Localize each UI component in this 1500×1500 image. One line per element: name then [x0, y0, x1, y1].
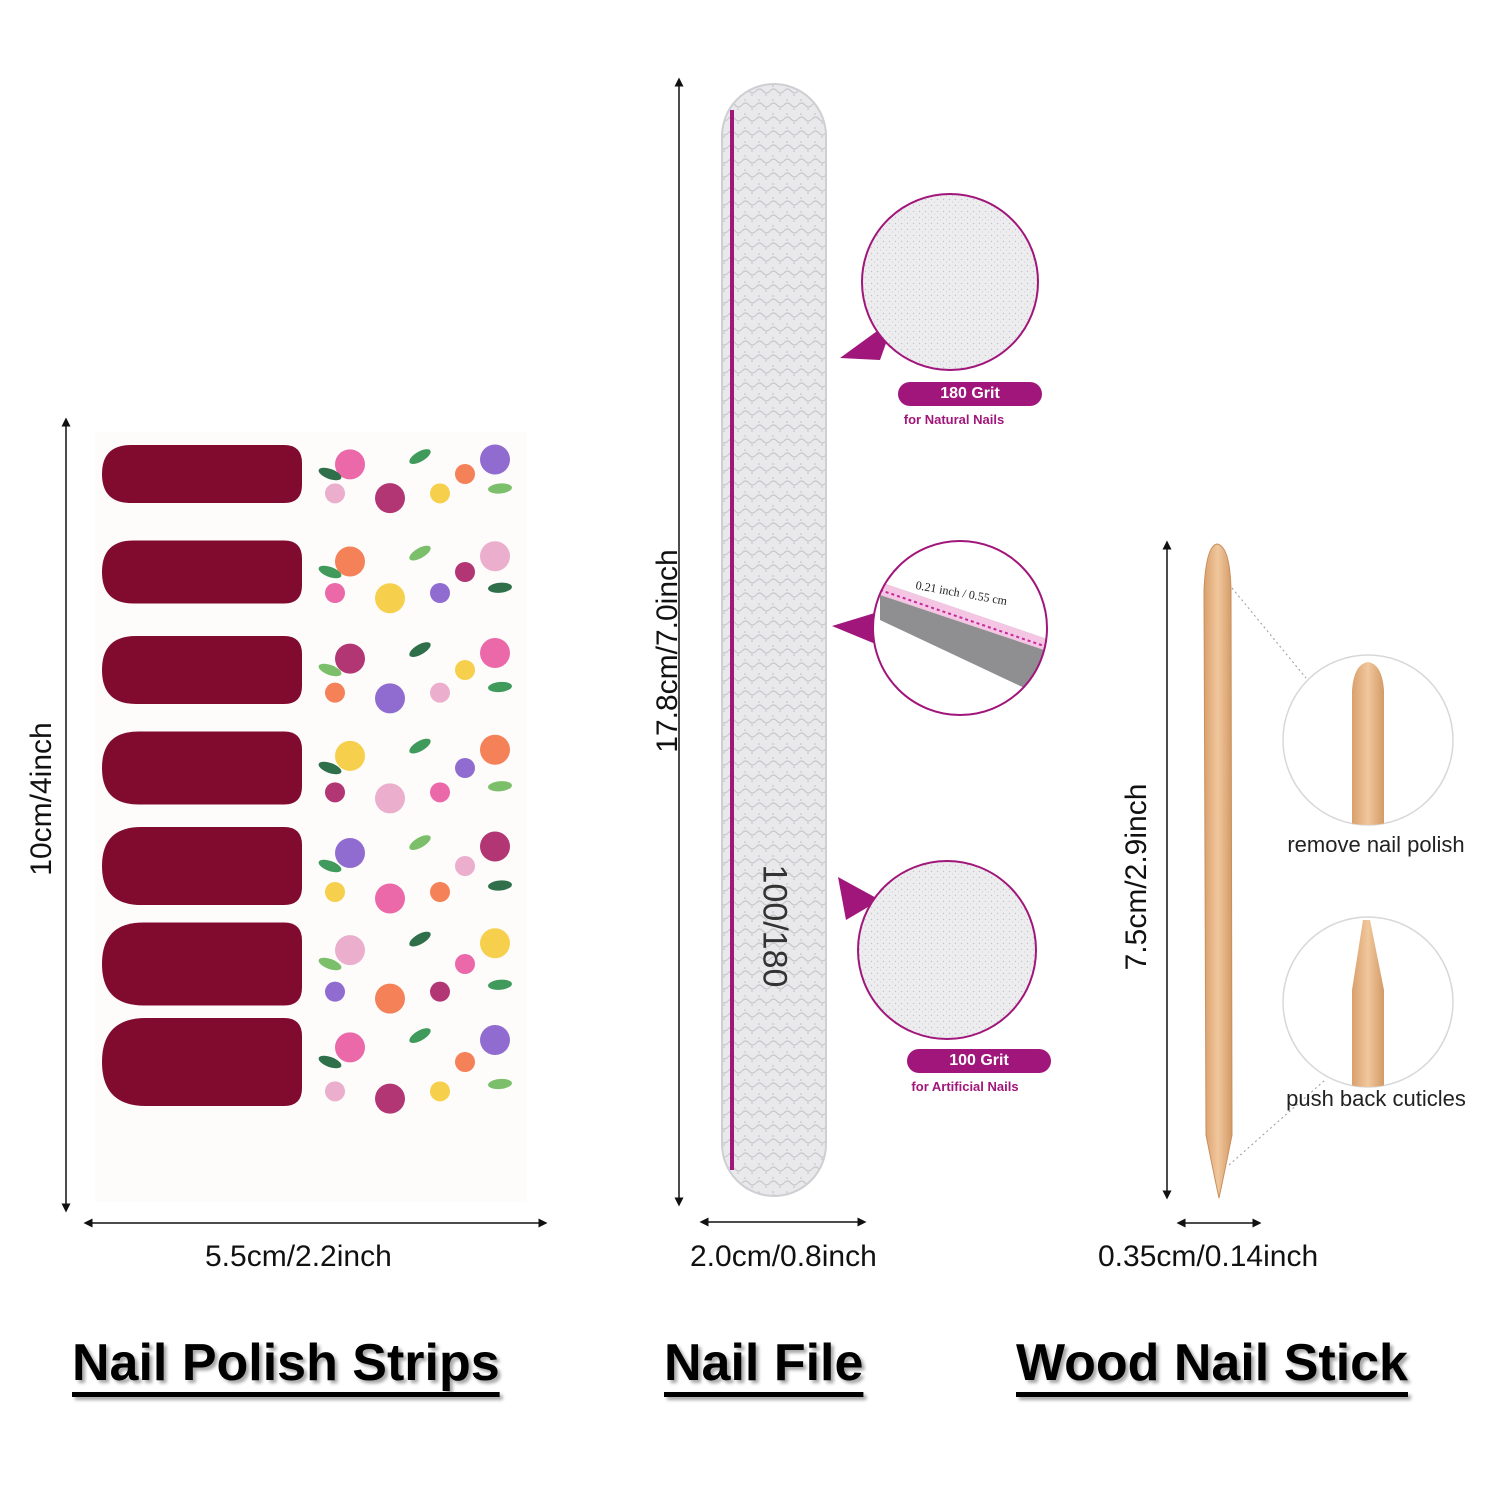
file-width-label: 2.0cm/0.8inch: [690, 1240, 877, 1273]
file-length-label: 17.8cm/7.0inch: [651, 549, 684, 753]
floral-strip: [318, 444, 512, 514]
nail-file-core-stripe: [730, 110, 734, 1170]
strips-title: Nail Polish Strips: [72, 1334, 500, 1392]
grit-100-detail: [858, 861, 1036, 1039]
polish-strip: [102, 636, 302, 704]
floral-strip: [318, 638, 512, 714]
floral-strip: [318, 734, 512, 814]
grit-100-badge: 100 Grit: [907, 1049, 1051, 1073]
callout-pointer-bottom: [838, 877, 880, 920]
tip-pointed-caption: push back cuticles: [1286, 1086, 1466, 1111]
strips-height-label: 10cm/4inch: [25, 722, 58, 876]
thickness-detail: [873, 541, 1047, 715]
grit-180-note: for Natural Nails: [903, 412, 1005, 427]
stick-width-label: 0.35cm/0.14inch: [1098, 1240, 1319, 1273]
grit-100-note: for Artificial Nails: [911, 1079, 1019, 1094]
wood-stick-body: [1203, 543, 1233, 1199]
floral-strip: [318, 541, 512, 614]
strips-width-label: 5.5cm/2.2inch: [205, 1240, 392, 1273]
floral-strip: [318, 831, 512, 914]
polish-strip: [102, 445, 302, 503]
polish-strip: [102, 540, 302, 604]
polish-strip: [102, 731, 302, 805]
polish-strips-group: [102, 445, 302, 1106]
floral-strip: [318, 1025, 512, 1114]
file-title: Nail File: [664, 1334, 864, 1392]
polish-strip: [102, 827, 302, 905]
polish-strip: [102, 922, 302, 1006]
tip-round-caption: remove nail polish: [1287, 832, 1465, 857]
grit-180-badge: 180 Grit: [898, 382, 1042, 406]
nail-file-body: [721, 83, 827, 1197]
stick-length-label: 7.5cm/2.9inch: [1120, 783, 1153, 971]
stick-title: Wood Nail Stick: [1016, 1334, 1408, 1392]
floral-strip: [318, 928, 512, 1014]
callout-pointer-mid: [832, 612, 878, 645]
floral-strips-group: [318, 444, 512, 1114]
polish-strip: [102, 1018, 302, 1106]
grit-180-detail: [862, 194, 1038, 370]
file-grit-imprint: 100/180: [755, 864, 794, 988]
